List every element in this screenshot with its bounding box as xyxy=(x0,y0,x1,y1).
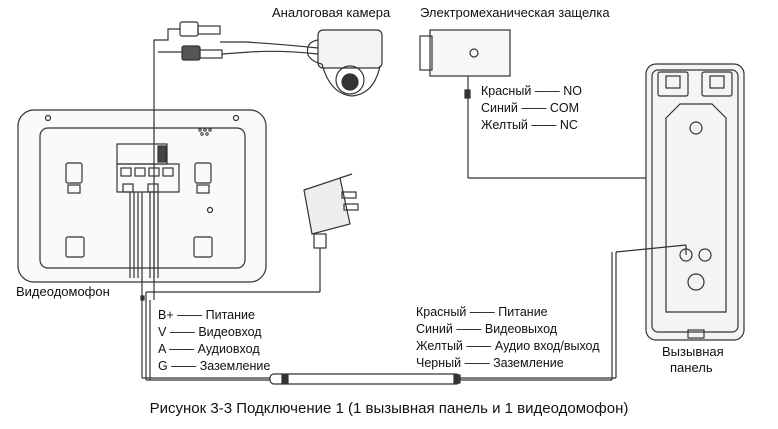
lock-wire-legend-item: Красный —— NO xyxy=(481,84,583,98)
panel-label-line2: панель xyxy=(670,360,713,375)
figure-caption: Рисунок 3-3 Подключение 1 (1 вызывная па… xyxy=(149,400,629,417)
monitor-terminal-item: A —— Аудиовход xyxy=(158,342,260,356)
video-monitor xyxy=(17,109,267,301)
monitor-terminal-item: B+ —— Питание xyxy=(158,308,255,322)
panel-wire-legend-item: Черный —— Заземление xyxy=(416,356,564,370)
monitor-terminal-item: G —— Заземление xyxy=(158,359,271,373)
panel-label-line1: Вызывная xyxy=(662,344,724,359)
lock-label: Электромеханическая защелка xyxy=(420,5,610,20)
monitor-label: Видеодомофон xyxy=(16,284,110,299)
camera-label: Аналоговая камера xyxy=(272,5,391,20)
panel-wire-legend-item: Синий —— Видеовыход xyxy=(416,322,558,336)
panel-wire-legend-item: Красный —— Питание xyxy=(416,305,548,319)
lock-wire-legend-item: Желтый —— NC xyxy=(481,118,578,132)
four-wire-bus xyxy=(141,300,616,385)
lock-wire-legend-item: Синий —— COM xyxy=(481,101,580,115)
analog-camera xyxy=(153,21,383,300)
panel-wire-legend-item: Желтый —— Аудио вход/выход xyxy=(416,339,600,353)
monitor-terminal-item: V —— Видеовход xyxy=(158,325,262,339)
door-station xyxy=(611,63,745,380)
power-adapter xyxy=(145,173,359,300)
